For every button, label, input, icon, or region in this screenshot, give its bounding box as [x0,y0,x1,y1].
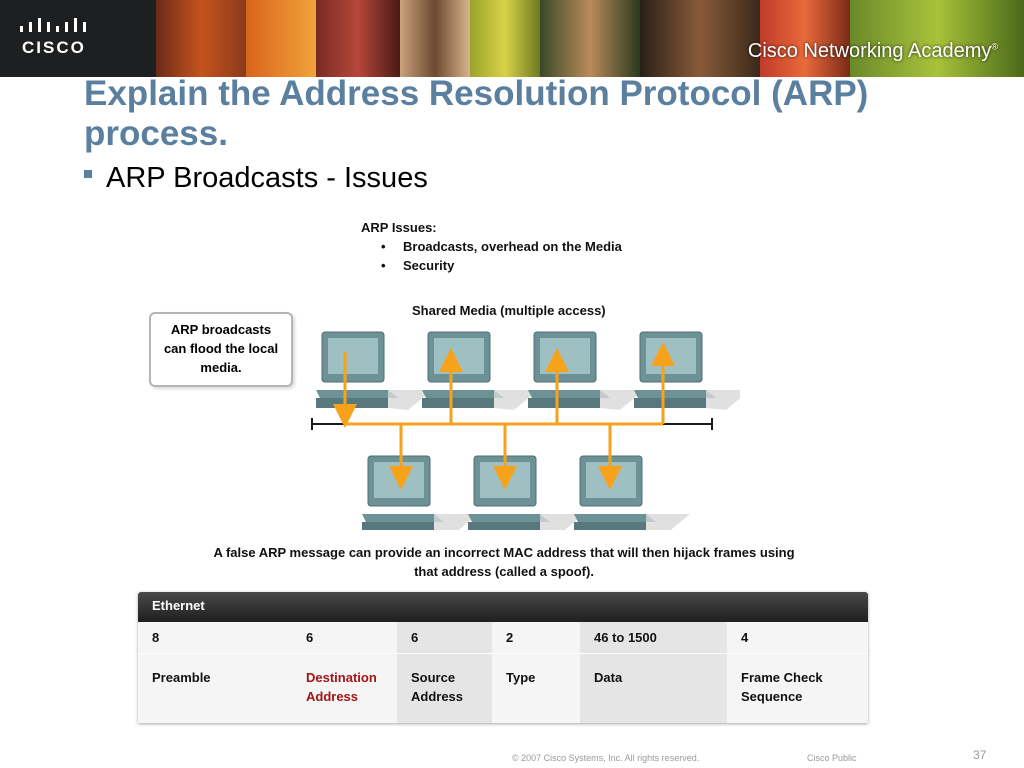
academy-name-text: Cisco Networking Academy [747,40,992,62]
field-name: Preamble [152,668,211,687]
bullet-dot-icon: • [381,239,386,254]
bullet-dot-icon: • [381,258,386,273]
field-size: 6 [411,630,419,645]
header-banner: CISCO Cisco Networking Academy® [0,0,1024,77]
banner-photo [640,0,760,77]
computer-icon [633,331,740,411]
callout-line: can flood the local [163,341,279,356]
footer-classification: Cisco Public [807,753,857,763]
banner-photo [400,0,470,77]
arp-issue-text: Security [403,258,455,273]
banner-photo [246,0,316,77]
callout-line: media. [200,360,242,375]
page-number: 37 [973,748,987,762]
arp-issues-title: ARP Issues: [361,220,437,235]
banner-photo [316,0,400,77]
computer-icon [527,331,645,411]
field-name-line: Sequence [741,689,803,704]
field-name-line: Data [594,670,623,685]
field-name: Type [506,668,535,687]
callout-line: ARP broadcasts [170,322,272,337]
computer-icon [467,455,585,530]
footer-copyright: © 2007 Cisco Systems, Inc. All rights re… [512,753,700,763]
ethernet-header: Ethernet [138,592,868,622]
banner-photo [760,0,850,77]
academy-name: Cisco Networking Academy® [748,40,998,63]
cisco-bars-icon [20,18,86,32]
field-name-line: Preamble [152,670,211,685]
registered-mark: ® [991,41,998,52]
field-size: 6 [306,630,314,645]
shared-media-label: Shared Media (multiple access) [412,303,606,318]
cisco-logo-text: CISCO [22,38,86,57]
computer-icon [421,331,539,411]
spoof-note-line: A false ARP message can provide an incor… [213,545,795,560]
slide-title: Explain the Address Resolution Protocol … [84,74,869,153]
field-name-line: Frame Check [741,670,823,685]
cisco-logo: CISCO [0,0,156,77]
field-name-line: Type [506,670,536,685]
banner-photo [470,0,540,77]
spoof-note-line: that address (called a spoof). [414,564,594,579]
row-divider [138,653,868,654]
network-diagram [311,331,740,530]
computer-icon [573,455,691,530]
spoof-note: A false ARP message can provide an incor… [190,543,818,581]
field-name-line: Address [411,689,464,704]
bullet-square-icon [84,170,92,178]
field-size: 46 to 1500 [594,630,657,645]
banner-photo [156,0,246,77]
ethernet-header-label: Ethernet [152,598,205,613]
banner-photo [540,0,640,77]
banner-photo [850,0,1024,77]
bullet-text: ARP Broadcasts - Issues [106,162,428,194]
bullet-item: ARP Broadcasts - Issues [84,162,428,195]
broadcast-callout: ARP broadcasts can flood the local media… [149,312,293,387]
arp-issue-text: Broadcasts, overhead on the Media [403,239,622,254]
computer-icon [361,455,479,530]
computer-icon [315,331,433,411]
field-name: Data [594,668,622,687]
field-size: 8 [152,630,160,645]
field-size: 2 [506,630,514,645]
field-name-line: Source [411,670,456,685]
field-size: 4 [741,630,749,645]
field-name-line: Address [306,689,359,704]
field-name-line: Destination [306,670,377,685]
